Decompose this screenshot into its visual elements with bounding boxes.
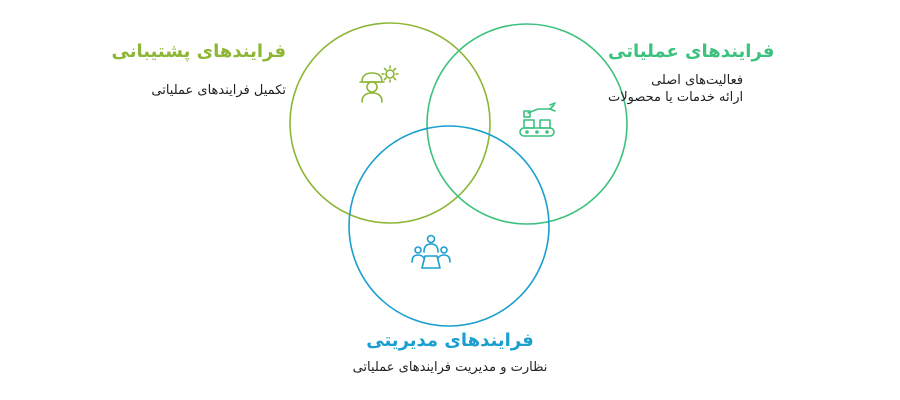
management-processes-title: فرایندهای مدیریتی (366, 330, 534, 351)
operational-description-line-1: فعالیت‌های اصلی (651, 73, 744, 88)
operational-circle (426, 23, 628, 225)
management-processes-description: نظارت و مدیریت فرایندهای عملیاتی (352, 360, 548, 375)
worker-gear-icon (359, 65, 399, 103)
meeting-table-icon (411, 234, 451, 269)
conveyor-robot-arm-icon (519, 102, 556, 137)
operational-processes-description: فعالیت‌های اصلی ارائه خدمات یا محصولات (608, 72, 743, 106)
operational-processes-title: فرایندهای عملیاتی (608, 41, 775, 62)
management-circle (348, 125, 550, 327)
operational-description-line-2: ارائه خدمات یا محصولات (608, 90, 744, 105)
support-processes-title: فرایندهای پشتیبانی (111, 41, 286, 62)
support-processes-description: تکمیل فرایندهای عملیاتی (151, 83, 286, 98)
support-circle (289, 22, 491, 224)
